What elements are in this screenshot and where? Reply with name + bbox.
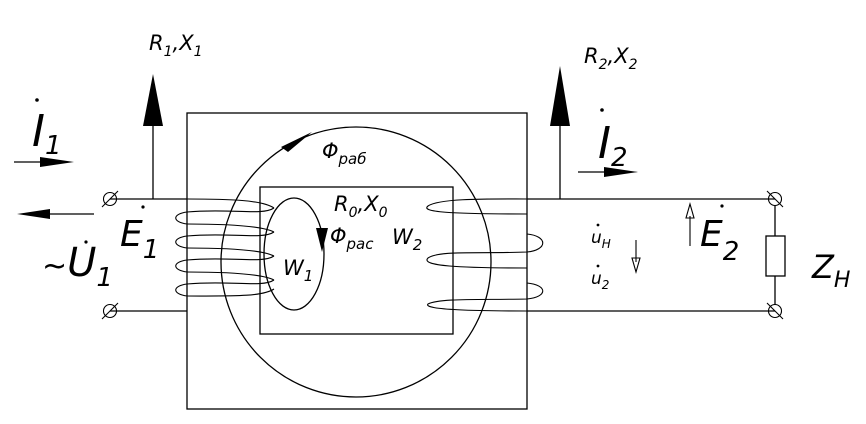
- load-resistor: [765, 235, 786, 277]
- r2x2-label: R2,X2: [584, 44, 638, 73]
- r0x0-label: R0,X0: [334, 192, 388, 221]
- main-flux-loop: [220, 126, 492, 398]
- uh-label: uН: [591, 228, 611, 251]
- i1-label: I1: [32, 106, 62, 161]
- main-flux-arrowhead: [281, 132, 312, 152]
- e1-phasor-dot: [141, 205, 145, 209]
- leakage-flux-label: Φрас: [330, 224, 374, 253]
- w2-label: W2: [392, 225, 422, 254]
- u2-arrow: [631, 240, 641, 275]
- leakage-flux-arrowhead: [316, 228, 328, 252]
- r2x2-arrow-head: [550, 66, 570, 126]
- core-outer: [186, 112, 528, 410]
- e2-arrow: [685, 201, 695, 246]
- primary-terminal-bottom: [101, 302, 119, 320]
- primary-terminal-top: [101, 190, 119, 208]
- e1-arrow-head: [17, 209, 50, 219]
- u2-phasor-dot: [596, 264, 600, 268]
- primary-winding: [175, 198, 275, 297]
- load-label: ZН: [811, 248, 850, 293]
- w1-label: W1: [283, 256, 313, 285]
- leakage-flux-loop: [263, 197, 325, 311]
- main-flux-label: Φраб: [322, 139, 367, 168]
- e2-label: E2: [700, 214, 739, 267]
- e2-phasor-dot: [720, 204, 724, 208]
- i1-phasor-dot: [35, 98, 39, 102]
- u1-label: ~U1: [42, 240, 113, 293]
- i2-phasor-dot: [600, 108, 604, 112]
- e1-label: E1: [120, 214, 159, 265]
- uh-phasor-dot: [596, 223, 600, 227]
- i2-arrow-head: [604, 167, 638, 177]
- i1-arrow-head: [40, 157, 74, 167]
- r1x1-label: R1,X1: [149, 31, 203, 60]
- u1-phasor-dot: [84, 240, 88, 244]
- u2-label: u2: [591, 269, 609, 292]
- i2-label: I2: [598, 118, 628, 173]
- core-window: [259, 186, 454, 335]
- secondary-winding: [426, 198, 544, 312]
- r1x1-arrow-head: [143, 74, 163, 126]
